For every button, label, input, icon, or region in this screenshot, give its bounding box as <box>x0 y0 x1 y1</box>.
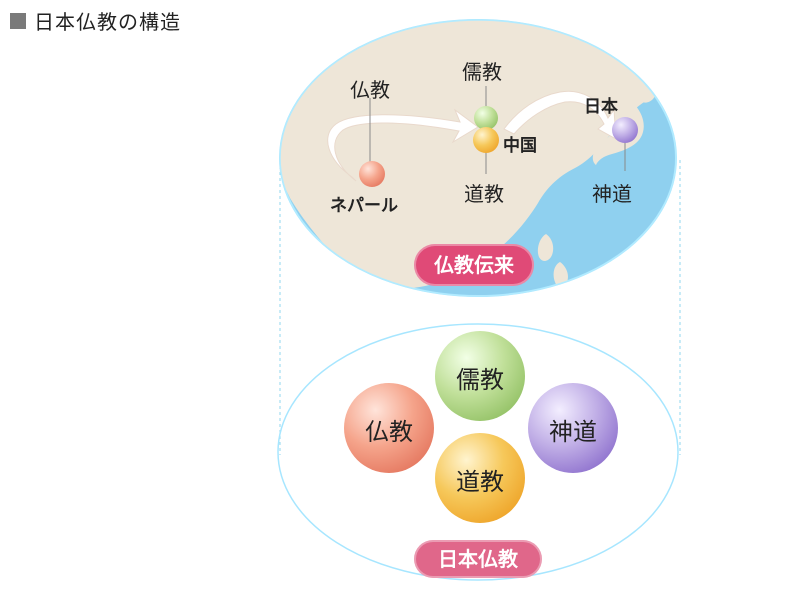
map-label-japan: 日本 <box>584 97 618 117</box>
confucianism-ball <box>435 331 525 421</box>
china-confucianism-dot <box>474 106 498 130</box>
page-title: 日本仏教の構造 <box>10 6 181 35</box>
philippines-islands <box>553 262 569 287</box>
shinto-ball-label: 神道 <box>549 418 597 446</box>
map-label-taoism: 道教 <box>464 182 504 206</box>
buddhism-ball-label: 仏教 <box>365 418 413 446</box>
map-label-china: 中国 <box>503 136 537 156</box>
title-text: 日本仏教の構造 <box>34 10 181 34</box>
map-label-confucianism: 儒教 <box>462 60 502 84</box>
confucianism-ball-label: 儒教 <box>456 366 504 394</box>
buddhism-ball <box>344 383 434 473</box>
structure-ellipse <box>277 323 679 581</box>
shinto-ball <box>528 383 618 473</box>
japanese-buddhism-pill: 日本仏教 <box>414 540 542 578</box>
arrow-nepal-to-china <box>327 108 479 182</box>
china-taoism-dot <box>473 127 499 153</box>
map-ellipse <box>279 19 677 297</box>
taoism-ball-label: 道教 <box>456 468 504 496</box>
asia-landmass <box>280 20 676 289</box>
map-label-buddhism: 仏教 <box>350 78 390 102</box>
title-square-icon <box>10 12 26 29</box>
map-label-nepal: ネパール <box>330 196 398 216</box>
map-label-shinto: 神道 <box>592 182 632 206</box>
taiwan-island <box>537 234 554 261</box>
taoism-ball <box>435 433 525 523</box>
nepal-buddhism-dot <box>359 161 385 187</box>
japan-shinto-dot <box>612 117 638 143</box>
buddhism-transmission-pill: 仏教伝来 <box>414 244 534 286</box>
